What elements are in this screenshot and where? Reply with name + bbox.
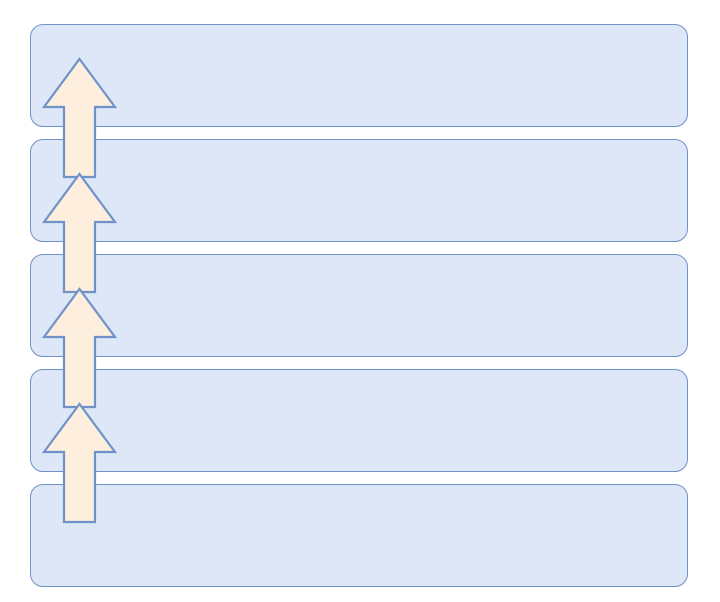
level-box-5[interactable] <box>30 24 688 127</box>
up-arrow-icon <box>42 57 117 179</box>
up-arrow-icon <box>42 287 117 409</box>
up-arrow-icon <box>42 172 117 294</box>
up-arrow-icon <box>42 402 117 524</box>
level-box-1[interactable] <box>30 484 688 587</box>
level-box-3[interactable] <box>30 254 688 357</box>
level-box-4[interactable] <box>30 139 688 242</box>
level-box-2[interactable] <box>30 369 688 472</box>
